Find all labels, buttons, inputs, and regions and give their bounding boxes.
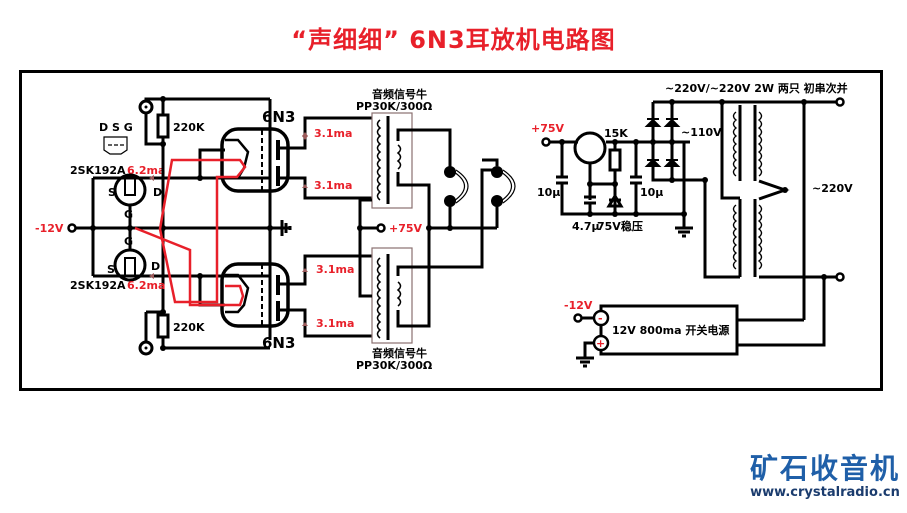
- resistor-220k-bottom-label: 220K: [173, 321, 205, 334]
- jfet-bottom-g: G: [124, 235, 133, 248]
- resistor-220k-top-label: 220K: [173, 121, 205, 134]
- output-transformers: 音频信号牛 PP30K/300Ω 音频信号牛 PP30K/300Ω +75V: [356, 87, 516, 372]
- headphone-jack-1: [444, 166, 456, 178]
- svg-text:-: -: [598, 312, 603, 325]
- jfet-bottom-icon: [113, 248, 147, 282]
- transformer-top-icon: [371, 112, 413, 209]
- schematic-frame: [19, 70, 883, 391]
- jfet-bottom-current: 6.2ma: [127, 279, 165, 292]
- tube-bottom-label: 6N3: [262, 334, 295, 352]
- mains-label: ~220V: [812, 182, 853, 195]
- headphone-jack-3: [491, 166, 503, 178]
- tube-top-label: 6N3: [262, 108, 295, 126]
- cap-10u-2-label: 10μ: [640, 186, 663, 199]
- jfet-pinout-label: D S G: [99, 121, 133, 134]
- neg-12v-label: -12V: [35, 222, 64, 235]
- transformer-bottom-spec: PP30K/300Ω: [356, 359, 433, 372]
- transformer-bottom-name: 音频信号牛: [372, 346, 427, 360]
- cap-10u-1-label: 10μ: [537, 186, 560, 199]
- jfet-top-s: S: [108, 186, 116, 199]
- regulator-section: +75V 15K 10μ 4.7μ 75V稳压 10μ ~110V: [531, 99, 840, 238]
- plate-current-1: 3.1ma: [314, 127, 352, 140]
- smps-label: 12V 800ma 开关电源: [612, 323, 729, 337]
- page-title: “声细细” 6N3耳放机电路图: [291, 26, 616, 54]
- mains-terminal-2: [835, 272, 845, 282]
- plate-current-3: 3.1ma: [316, 263, 354, 276]
- tap-110v-label: ~110V: [681, 126, 722, 139]
- logo-url: www.crystalradio.cn: [750, 485, 900, 500]
- input-section: 220K D S G 2SK192A 6.2ma S D G -12V G: [35, 96, 372, 356]
- transformer-top-name: 音频信号牛: [372, 87, 427, 101]
- resistor-220k-top: [156, 113, 170, 139]
- jfet-bottom-d: D: [151, 260, 160, 273]
- signal-path-upper: [158, 158, 247, 304]
- jfet-bottom-model: 2SK192A: [70, 279, 126, 292]
- resistor-15k: [608, 148, 622, 172]
- psu-input-label: +75V: [531, 122, 565, 135]
- jfet-top-g: G: [124, 208, 133, 221]
- jfet-top-model: 2SK192A: [70, 164, 126, 177]
- tube-bottom-icon: [220, 262, 290, 328]
- resistor-15k-label: 15K: [604, 127, 628, 140]
- input-jack-bottom: [138, 340, 154, 356]
- transformer-top-spec: PP30K/300Ω: [356, 100, 433, 113]
- plate-current-4: 3.1ma: [316, 317, 354, 330]
- jfet-bottom-s: S: [107, 263, 115, 276]
- pass-transistor-icon: [573, 131, 607, 165]
- svg-text:+: +: [596, 337, 605, 350]
- site-logo: 矿石收音机 www.crystalradio.cn: [745, 453, 905, 501]
- smps-section: -12V - + 12V 800ma 开关电源: [564, 299, 739, 368]
- signal-path-lower: [134, 226, 245, 307]
- resistor-220k-bottom: [156, 313, 170, 339]
- jfet-top-current: 6.2ma: [127, 164, 165, 177]
- jfet-top-d: D: [153, 186, 162, 199]
- power-transformers: ~220V/~220V 2W 两只 初串次并 ~220V: [665, 81, 853, 347]
- cap-4u7-label: 4.7μ: [572, 220, 600, 233]
- zener-75v-label: 75V稳压: [597, 219, 643, 233]
- logo-name: 矿石收音机: [749, 452, 900, 485]
- mains-terminal-1: [835, 97, 845, 107]
- plus-75v-label: +75V: [389, 222, 423, 235]
- jfet-package-icon: [103, 136, 128, 155]
- smps-neg-label: -12V: [564, 299, 593, 312]
- plate-current-2: 3.1ma: [314, 179, 352, 192]
- power-transformer-label: ~220V/~220V 2W 两只 初串次并: [665, 81, 848, 95]
